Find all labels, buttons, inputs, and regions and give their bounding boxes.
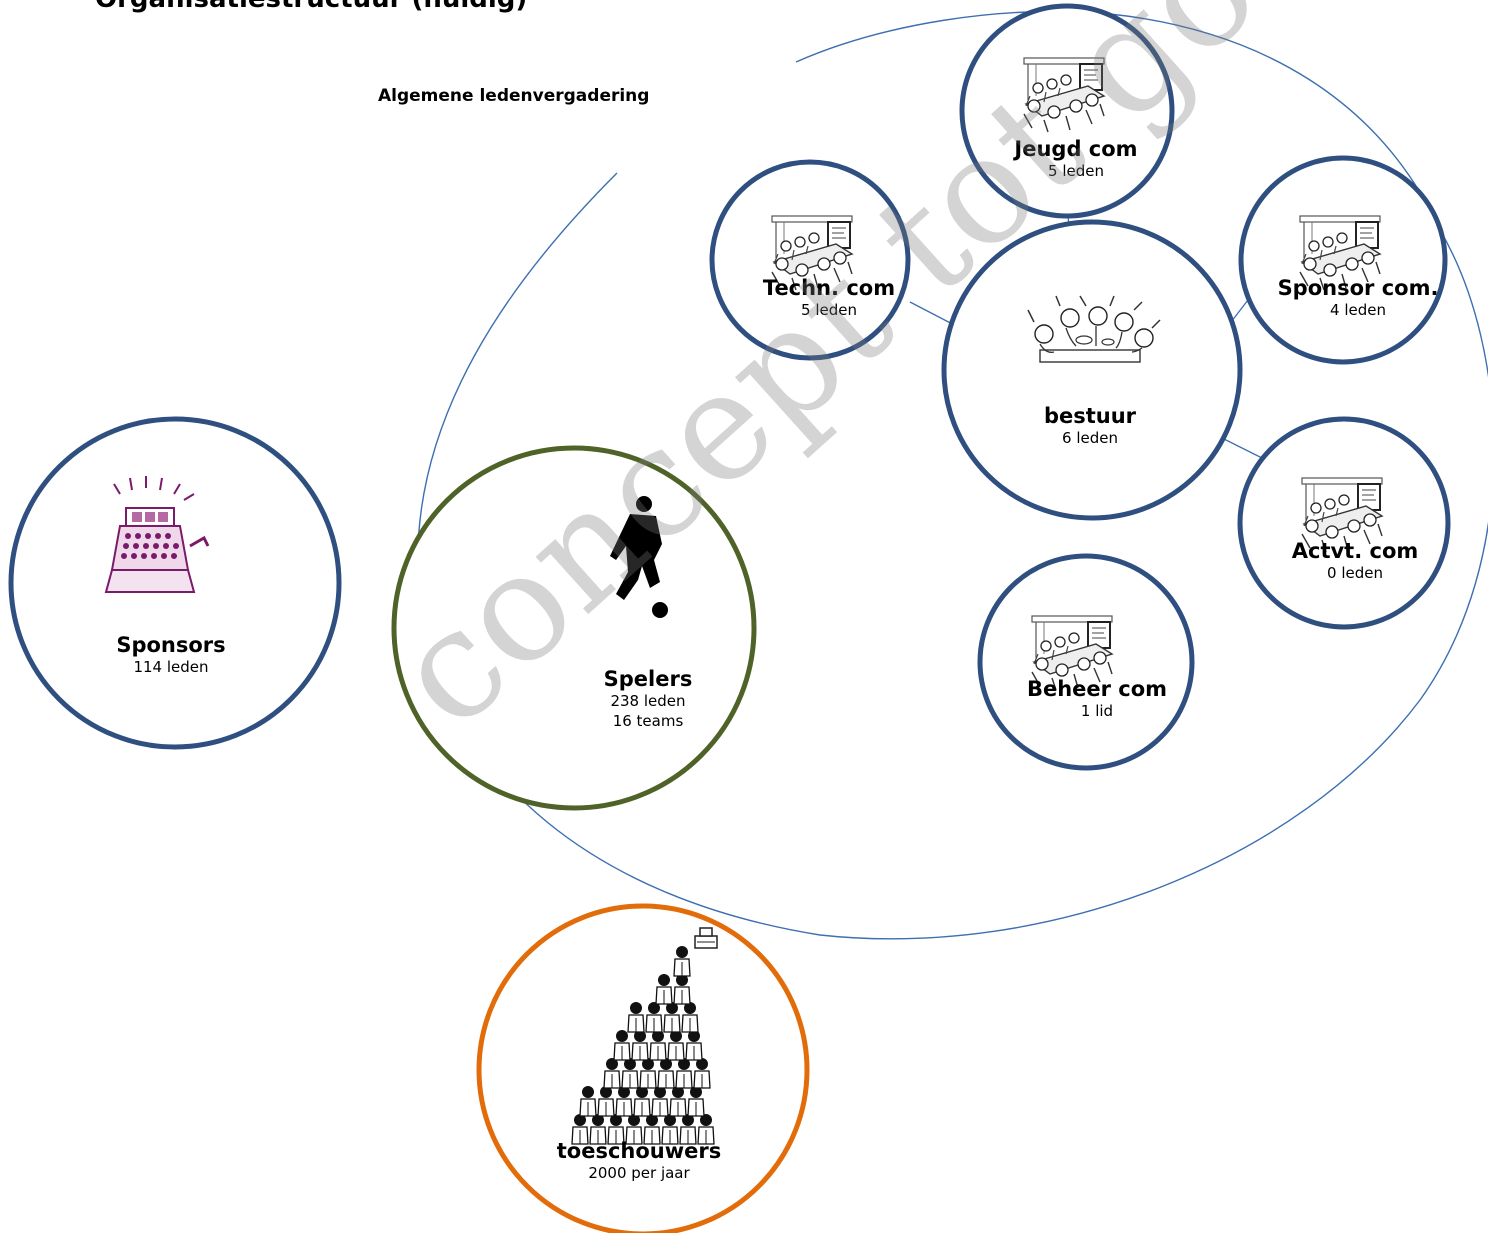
techn-com-label: Techn. com 5 leden — [763, 276, 895, 320]
node-detail: 6 leden — [1062, 429, 1118, 447]
node-name: Sponsor com. — [1277, 276, 1439, 300]
node-detail: 1 lid — [1080, 702, 1114, 720]
node-name: Sponsors — [116, 633, 226, 657]
crowd-icon — [571, 927, 718, 1145]
sponsor-com-label: Sponsor com. 4 leden — [1278, 276, 1439, 320]
jeugd-com-label: Jeugd com 5 leden — [1014, 137, 1137, 181]
node-detail: 5 leden — [801, 301, 857, 319]
node-name: bestuur — [1043, 404, 1137, 428]
node-name: Beheer com — [1026, 677, 1168, 701]
node-name: toeschouwers — [556, 1139, 722, 1163]
actvt-com-label: Actvt. com 0 leden — [1292, 539, 1419, 583]
spelers-node — [391, 445, 757, 811]
node-name: Techn. com — [762, 276, 896, 300]
beheer-com-label: Beheer com 1 lid — [1027, 677, 1167, 721]
node-detail: 4 leden — [1330, 301, 1386, 319]
jeugd-com-node — [959, 3, 1175, 219]
sponsors-label: Sponsors 114 leden — [116, 633, 225, 677]
node-detail: 2000 per jaar — [588, 1164, 690, 1182]
algemene-ledenvergadering-label: Algemene ledenvergadering — [378, 86, 650, 106]
spelers-label: Spelers 238 leden 16 teams — [604, 667, 693, 731]
node-name: Spelers — [603, 667, 693, 691]
node-detail-teams: 16 teams — [612, 712, 684, 730]
bestuur-node — [941, 219, 1243, 521]
node-name: Jeugd com — [1014, 137, 1138, 161]
node-detail: 238 leden — [610, 692, 686, 710]
toeschouwers-label: toeschouwers 2000 per jaar — [557, 1139, 721, 1183]
node-name: Actvt. com — [1291, 539, 1419, 563]
node-detail: 0 leden — [1327, 564, 1383, 582]
node-detail: 114 leden — [133, 658, 209, 676]
bestuur-label: bestuur 6 leden — [1044, 404, 1136, 448]
toeschouwers-node — [476, 903, 810, 1233]
page-title: Organisatiestructuur (huidig) — [95, 0, 527, 14]
node-detail: 5 leden — [1048, 162, 1104, 180]
